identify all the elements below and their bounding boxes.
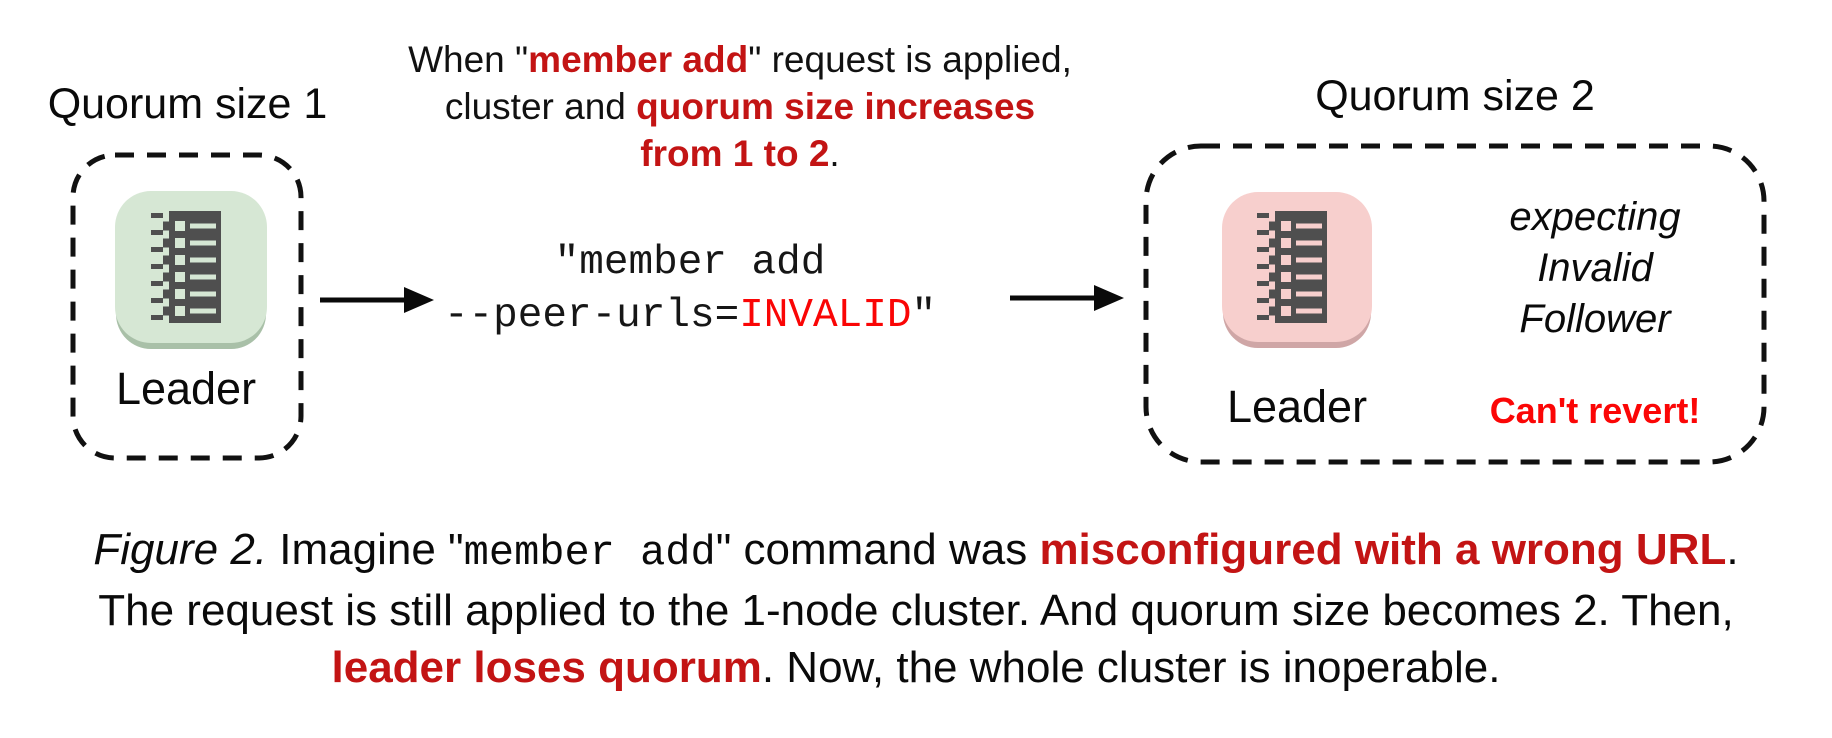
arrow-right-icon	[320, 287, 434, 313]
caption-command-text: member add	[463, 529, 716, 577]
caption-line-1: Figure 2. Imagine "member add" command w…	[0, 521, 1832, 582]
caption-text: . Now, the whole cluster is inoperable.	[761, 643, 1501, 692]
caption-text: " command was	[715, 525, 1040, 574]
caption-emphasis-leader-loses-quorum: leader loses quorum	[331, 643, 762, 692]
annotation-emphasis-quorum-increase: quorum size increases	[636, 86, 1036, 127]
expecting-line-1: expecting	[1509, 195, 1681, 239]
cant-revert-warning: Can't revert!	[1489, 390, 1701, 431]
annotation-text: cluster and	[444, 86, 637, 127]
expecting-invalid-follower-text: expecting Invalid Follower	[1425, 192, 1765, 345]
annotation-emphasis-member-add: member add	[528, 39, 749, 80]
command-invalid-value: INVALID	[739, 293, 912, 339]
caption-line-3: leader loses quorum. Now, the whole clus…	[0, 639, 1832, 696]
expecting-line-2: Invalid	[1537, 246, 1653, 290]
figure-number: Figure 2.	[93, 525, 268, 574]
caption-text: .	[1726, 525, 1739, 574]
member-add-command: "member add --peer-urls=INVALID"	[420, 237, 960, 343]
figure-caption: Figure 2. Imagine "member add" command w…	[0, 521, 1832, 696]
quorum-1-dashed-box	[70, 152, 304, 461]
annotation-text: .	[829, 133, 840, 174]
annotation-line-2: cluster and quorum size increases	[370, 83, 1110, 130]
command-line-1: "member add	[554, 240, 826, 286]
annotation-line-1: When "member add" request is applied,	[370, 36, 1110, 83]
caption-emphasis-misconfigured: misconfigured with a wrong URL	[1039, 525, 1727, 574]
quorum-size-1-title: Quorum size 1	[47, 80, 328, 128]
expecting-line-3: Follower	[1519, 297, 1671, 341]
leader-label-right: Leader	[1226, 381, 1368, 432]
log-ledger-icon	[1257, 211, 1327, 323]
log-ledger-icon	[151, 211, 221, 323]
quorum-size-2-title: Quorum size 2	[1315, 72, 1595, 120]
leader-node-healthy	[115, 191, 267, 343]
command-flag: --peer-urls=	[443, 293, 740, 339]
caption-line-2: The request is still applied to the 1-no…	[98, 586, 1734, 635]
caption-text: Imagine "	[267, 525, 464, 574]
member-add-annotation: When "member add" request is applied, cl…	[370, 36, 1110, 177]
leader-node-lost-quorum	[1222, 192, 1372, 342]
annotation-line-3: from 1 to 2.	[370, 130, 1110, 177]
command-line-2: --peer-urls=INVALID"	[420, 290, 960, 343]
annotation-text: When "	[408, 39, 529, 80]
annotation-emphasis-from-1-to-2: from 1 to 2	[640, 133, 830, 174]
annotation-text: " request is applied,	[748, 39, 1072, 80]
leader-label-left: Leader	[115, 363, 257, 414]
arrow-right-icon	[1010, 285, 1124, 311]
command-closing-quote: "	[911, 293, 937, 339]
quorum-2-dashed-box	[1143, 143, 1767, 465]
